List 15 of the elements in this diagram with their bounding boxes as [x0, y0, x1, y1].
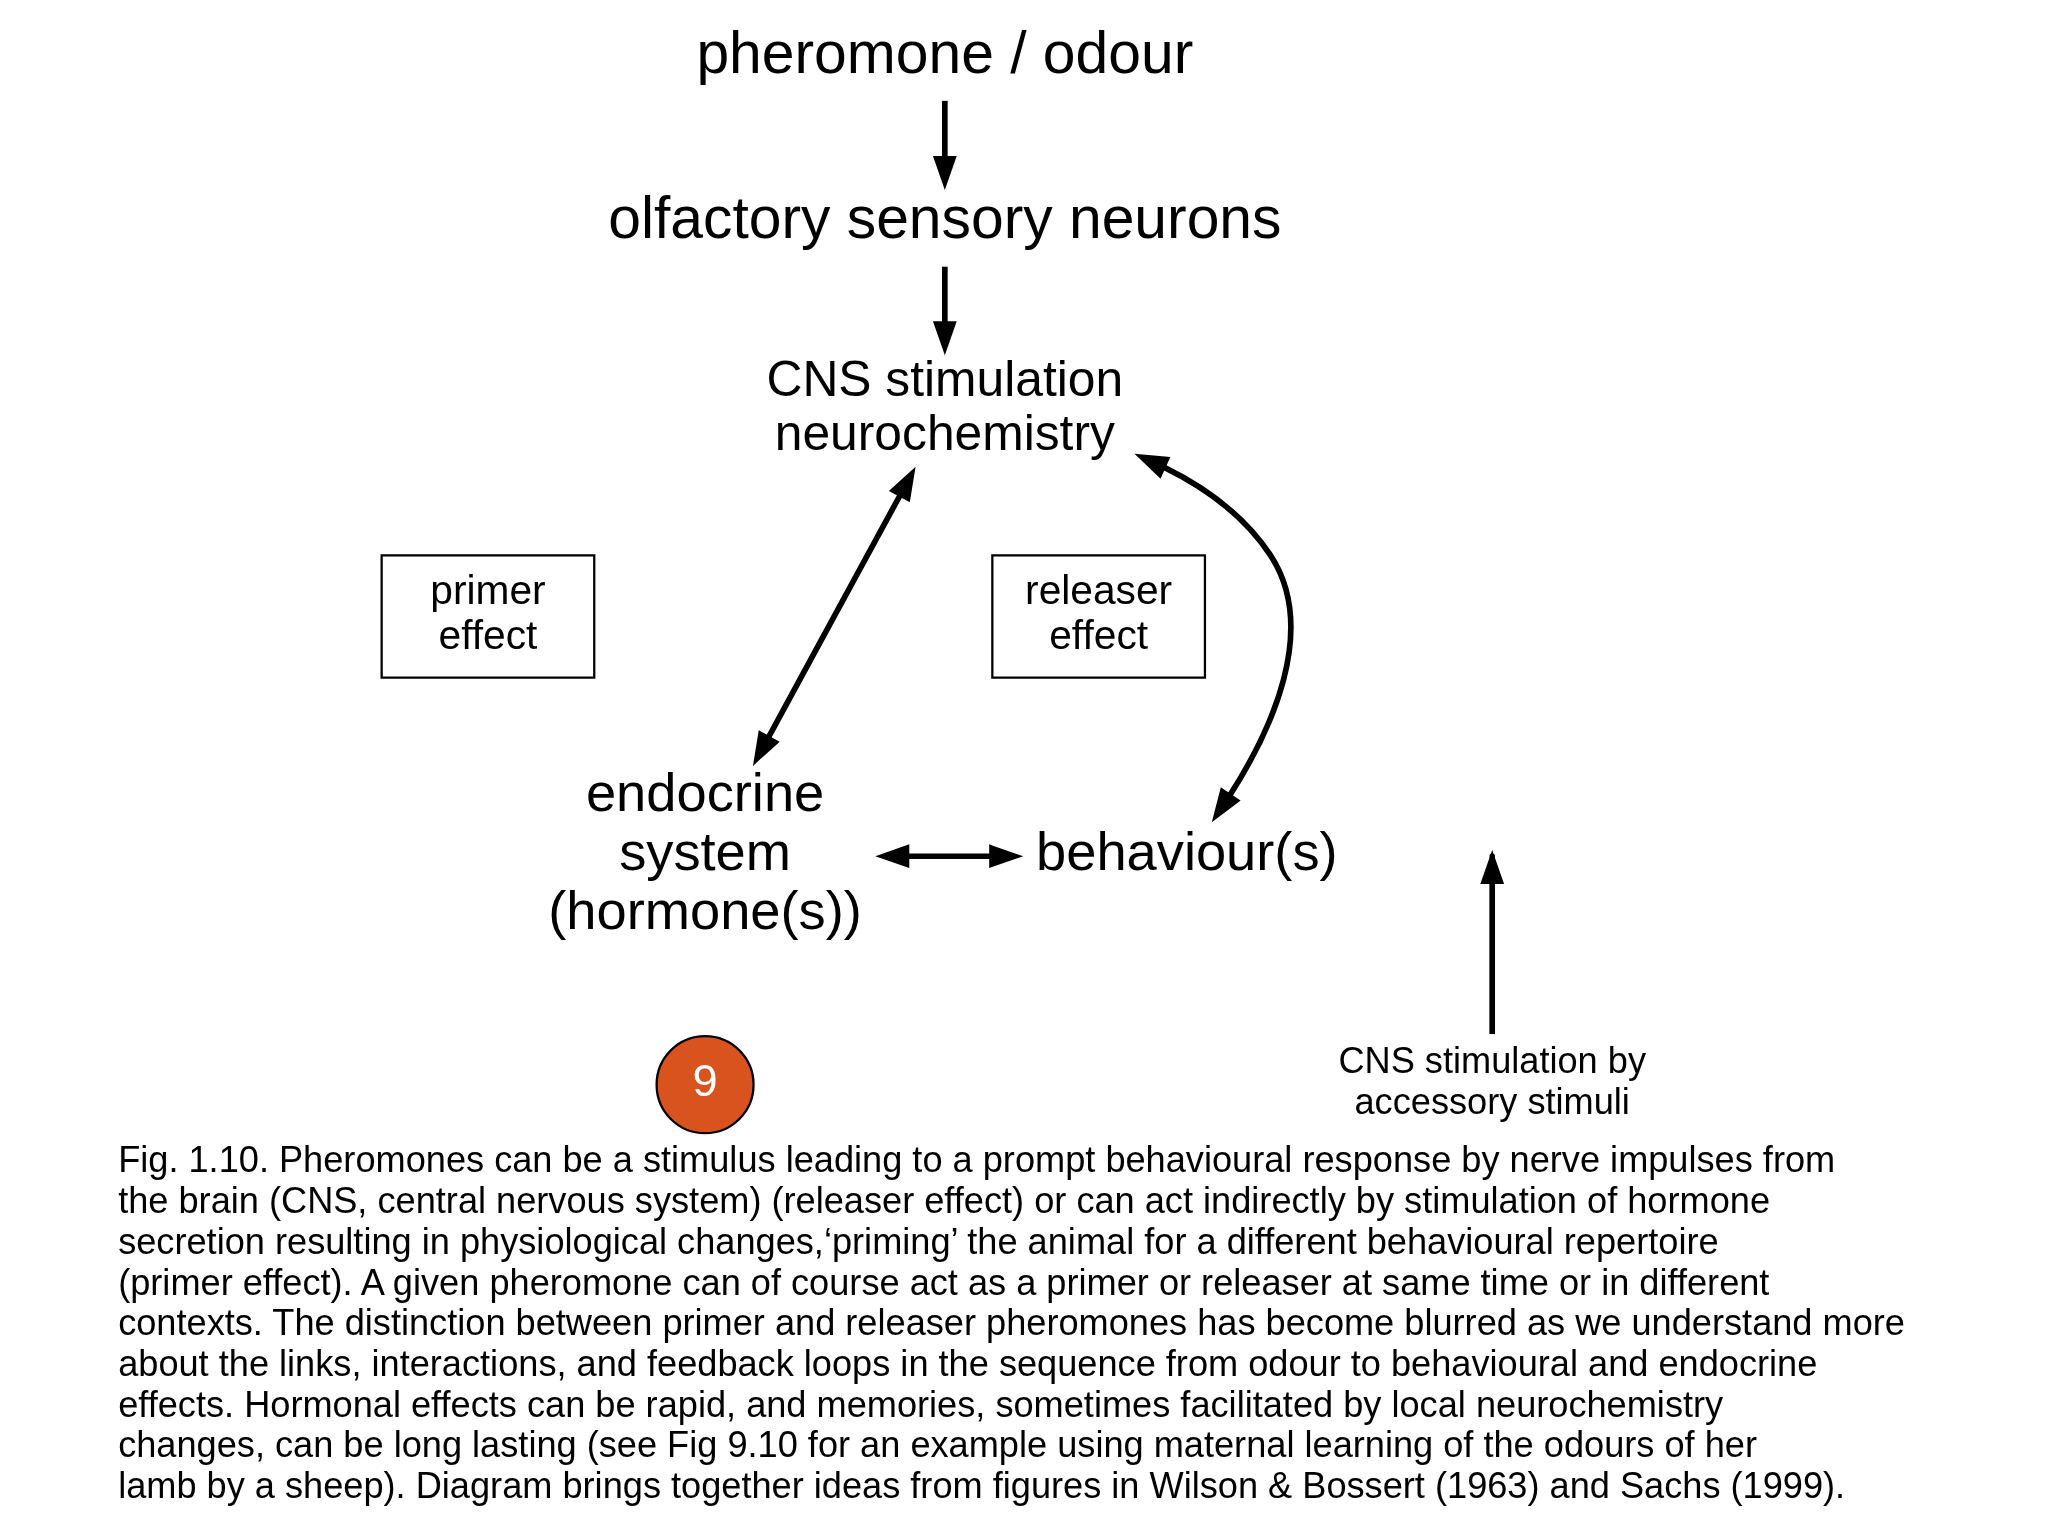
node-text: pheromone / odour [696, 20, 1194, 86]
node-text: olfactory sensory neurons [608, 185, 1282, 251]
arrow [1134, 453, 1294, 823]
arrow [932, 266, 957, 356]
arrow [875, 844, 1024, 869]
node-text: behaviour(s) [1036, 821, 1338, 883]
node-text: CNS stimulation neurochemistry [766, 351, 1124, 462]
node-box: primer effect [380, 554, 596, 679]
label: 9 [692, 1054, 718, 1106]
node-text: CNS stimulation by accessory stimuli [1338, 1039, 1646, 1122]
caption: Fig. 1.10. Pheromones can be a stimulus leading to a prompt behavioural response by nerve impulses from the brain (CNS, central nervous system) (releaser effect) or can act indirectly by stimulation of hormone secretion resulting in physiological changes,‘priming’ the animal for a different behavioural repertoire (primer effect). A given pheromone can of course act as a primer or releaser at same time or in different contexts. The distinction between primer and releaser pheromones has become blurred as we understand more about the links, interactions, and feedback loops in the sequence from odour to behavioural and endocrine effects. Hormonal effects can be rapid, and memories, sometimes facilitated by local neurochemistry changes, can be long lasting (see Fig 9.10 for an example using maternal learning of the odours of her lamb by a sheep). Diagram brings together ideas from figures in Wilson & Bossert (1963) and Sachs (1999). [118, 1139, 1905, 1507]
arrow [932, 100, 957, 190]
node-text: endocrine system (hormone(s)) [548, 762, 862, 942]
arrow [752, 466, 916, 766]
node-box: releaser effect [991, 554, 1207, 679]
